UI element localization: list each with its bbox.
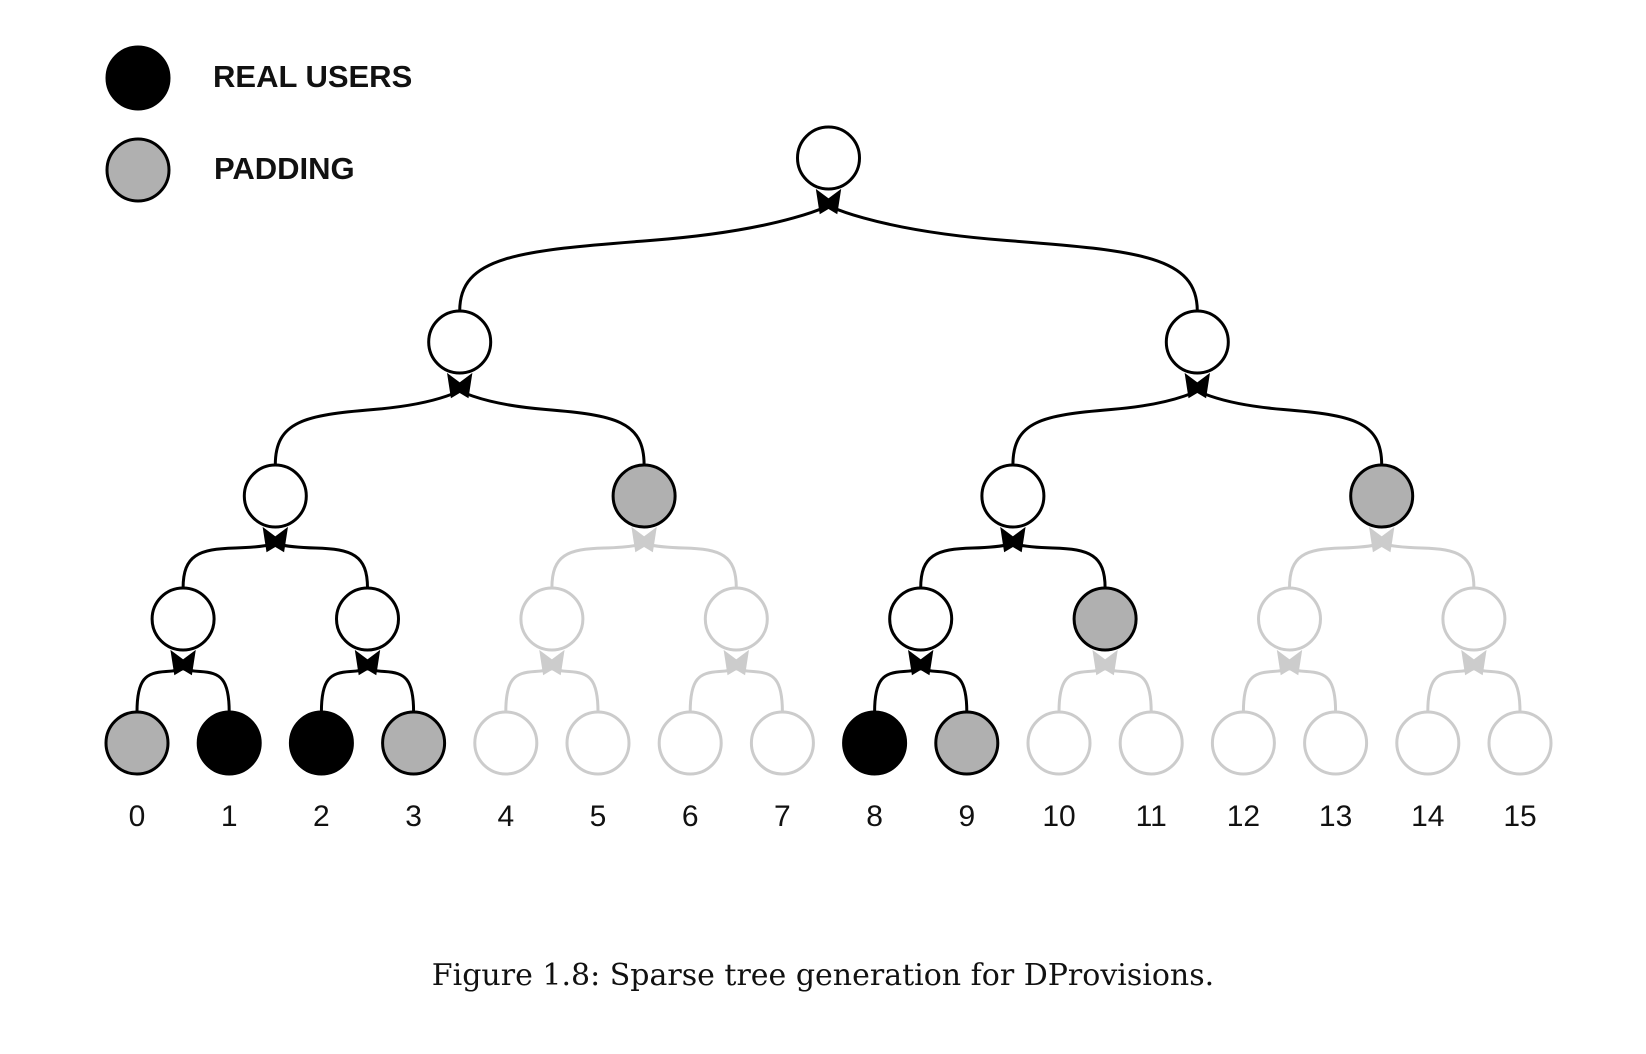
tree-node-d4-n5-faded	[565, 710, 631, 776]
tree-node-d4-n1-real	[196, 710, 262, 776]
tree-node-d4-n15-faded	[1487, 710, 1553, 776]
tree-edges	[135, 188, 1522, 713]
edge-d2-n2	[1011, 383, 1208, 466]
edge-d1-n1	[818, 199, 1199, 312]
legend-padding-label: PADDING	[214, 151, 355, 186]
tree-node-d0-n0-empty	[796, 125, 861, 191]
arrowhead-d4-n15	[1461, 649, 1482, 676]
tree-node-d4-n10-faded	[1026, 710, 1092, 776]
legend-real-users-swatch	[105, 45, 171, 111]
leaf-label-9: 9	[958, 800, 975, 833]
tree-node-d4-n7-faded	[749, 710, 815, 776]
edge-d3-n3	[633, 537, 738, 589]
tree-node-d4-n9-padding	[934, 710, 1000, 776]
edge-d2-n1	[449, 383, 646, 466]
tree-node-d3-n6-faded	[1257, 586, 1322, 652]
leaf-label-14: 14	[1411, 800, 1444, 833]
tree-node-d4-n11-faded	[1118, 710, 1184, 776]
tree-node-d4-n12-faded	[1210, 710, 1276, 776]
arrowhead-d1-n1	[815, 188, 837, 215]
tree-node-d3-n4-empty	[888, 586, 954, 652]
leaf-label-4: 4	[497, 800, 514, 833]
tree-node-d2-n1-padding	[611, 463, 677, 529]
leaf-label-8: 8	[866, 800, 883, 833]
tree-node-d3-n3-faded	[703, 586, 769, 652]
leaf-label-10: 10	[1042, 800, 1075, 833]
leaf-label-11: 11	[1136, 800, 1167, 833]
tree-node-d1-n0-empty	[427, 309, 493, 375]
tree-node-d3-n7-faded	[1441, 586, 1507, 652]
arrowhead-d4-n9	[908, 649, 929, 676]
tree-node-d2-n3-padding	[1349, 463, 1415, 529]
tree-node-d3-n5-padding	[1072, 586, 1138, 652]
tree-node-d4-n13-faded	[1303, 710, 1369, 776]
arrowhead-d4-n3	[354, 649, 376, 676]
edge-d2-n0	[273, 383, 471, 466]
tree-node-d4-n6-faded	[657, 710, 723, 776]
tree-node-d3-n0-empty	[150, 586, 216, 652]
leaf-label-1: 1	[221, 800, 238, 833]
arrowhead-d3-n5	[1000, 526, 1021, 553]
tree-node-d2-n0-empty	[242, 463, 308, 529]
arrowhead-d4-n1	[170, 649, 192, 676]
leaf-label-7: 7	[774, 800, 791, 833]
edge-d3-n7	[1371, 537, 1476, 589]
legend: REAL USERS PADDING	[105, 45, 412, 203]
arrowhead-d3-n1	[262, 526, 284, 553]
figure-caption: Figure 1.8: Sparse tree generation for D…	[431, 958, 1215, 993]
tree-node-d4-n14-faded	[1395, 710, 1461, 776]
tree-node-d3-n1-empty	[335, 586, 400, 652]
arrowhead-d4-n11	[1092, 649, 1114, 676]
tree-node-d4-n3-padding	[381, 710, 447, 776]
arrowhead-d3-n7	[1369, 526, 1390, 553]
edge-d1-n0	[458, 199, 839, 312]
arrowhead-d3-n3	[631, 526, 653, 553]
tree-nodes	[104, 125, 1553, 776]
tree-node-d2-n2-empty	[980, 463, 1046, 529]
legend-padding-swatch	[105, 137, 171, 203]
arrowhead-d4-n13	[1276, 649, 1298, 676]
edge-d3-n5	[1002, 537, 1107, 589]
leaf-label-5: 5	[590, 800, 607, 833]
tree-node-d4-n0-padding	[104, 710, 170, 776]
leaf-label-3: 3	[405, 800, 422, 833]
leaf-label-6: 6	[682, 800, 699, 833]
tree-node-d3-n2-faded	[519, 586, 585, 652]
leaf-label-2: 2	[313, 800, 330, 833]
tree-node-d4-n2-real	[288, 710, 354, 776]
leaf-label-15: 15	[1503, 800, 1536, 833]
arrowhead-d2-n1	[447, 372, 468, 399]
arrowhead-d4-n7	[723, 649, 745, 676]
tree-node-d4-n8-real	[842, 710, 908, 776]
leaf-label-13: 13	[1319, 800, 1352, 833]
leaf-label-12: 12	[1227, 800, 1260, 833]
leaf-label-0: 0	[129, 800, 146, 833]
arrowhead-d4-n5	[539, 649, 560, 676]
edge-d3-n1	[264, 537, 369, 589]
arrowhead-d2-n3	[1184, 372, 1206, 399]
tree-node-d4-n4-faded	[473, 710, 539, 776]
edge-d2-n3	[1186, 383, 1384, 466]
tree-node-d1-n1-empty	[1164, 309, 1230, 375]
legend-real-users-label: REAL USERS	[213, 59, 412, 94]
